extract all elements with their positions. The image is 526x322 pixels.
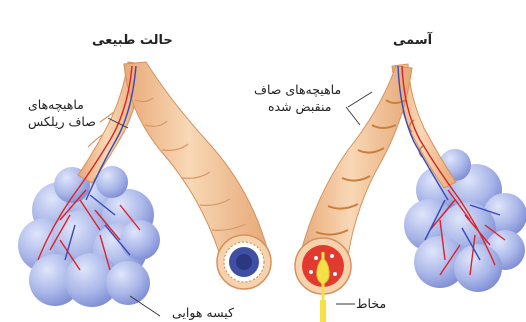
asthma-airway-cross-section	[295, 238, 351, 322]
normal-title: حالت طبیعی	[92, 33, 173, 49]
normal-airway-cross-section	[217, 235, 271, 289]
air-sac-label: کیسه هوایی	[172, 305, 234, 321]
contracted-muscle-label-line2: منقبض شده	[268, 99, 331, 115]
normal-alveoli-cluster	[18, 166, 160, 307]
asthma-alveoli-cluster	[404, 149, 526, 292]
mucus-label: مخاط	[356, 296, 386, 312]
asthma-title: آسمی	[393, 33, 432, 49]
contracted-muscle-label-line1: ماهیچه‌های صاف	[254, 82, 341, 98]
relaxed-muscle-label-line2: صاف ریلکس	[28, 114, 96, 130]
relaxed-muscle-label-line1: ماهیچه‌های	[28, 97, 84, 113]
